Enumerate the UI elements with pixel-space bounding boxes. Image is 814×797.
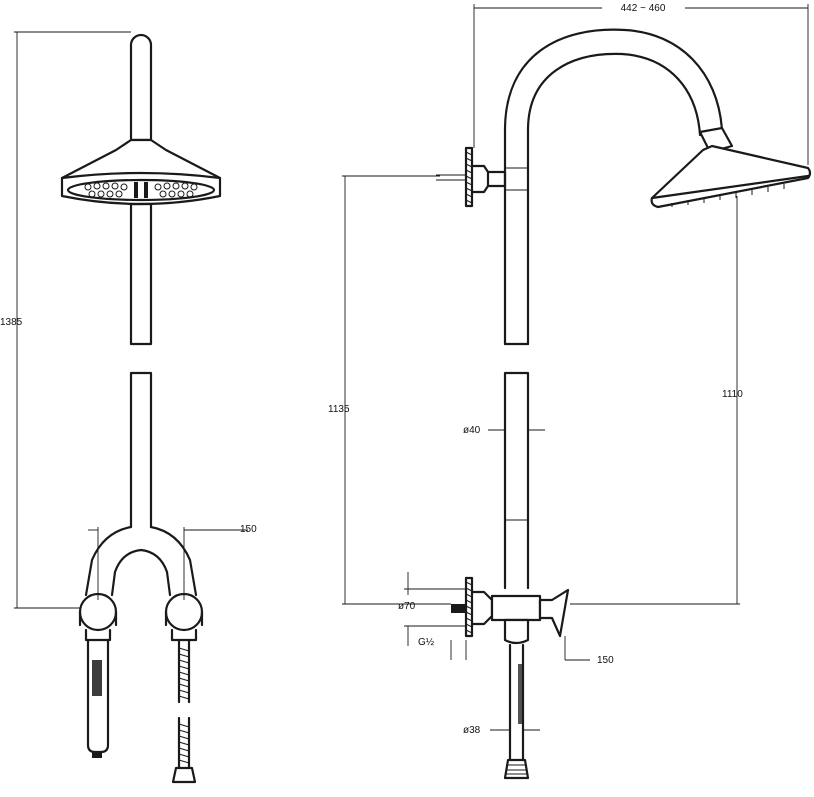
- dim-inlet-height-label: 1135: [328, 404, 350, 415]
- dim-inlet-thread-label: G½: [418, 637, 435, 648]
- dim-arm-projection-label: 442 ~ 460: [621, 3, 666, 14]
- side-lower-riser: [503, 371, 530, 590]
- front-hand-shower: [86, 638, 110, 758]
- side-dimensions: [342, 4, 809, 731]
- dim-flange-diameter-label: ø70: [398, 601, 416, 612]
- side-slide-bar-lower: [503, 643, 530, 780]
- front-u-mixer-body: [84, 525, 198, 597]
- gooseneck-arm: [503, 28, 724, 346]
- dim-overall-height-label: 1385: [0, 317, 23, 328]
- front-view: [14, 31, 248, 784]
- front-riser-upper-segment: [129, 202, 153, 346]
- dim-riser-diameter-label: ø40: [463, 425, 481, 436]
- front-lower-riser: [129, 371, 153, 529]
- dim-left-offset-label: 150: [240, 524, 257, 535]
- side-mixer-bracket: [451, 576, 570, 645]
- dim-mixer-offset-label: 150: [597, 655, 614, 666]
- front-upper-riser: [129, 33, 153, 142]
- upper-wall-bracket: [436, 146, 507, 208]
- front-shower-head: [60, 138, 222, 206]
- dim-slide-bar-diameter-label: ø38: [463, 725, 481, 736]
- side-shower-head: [650, 144, 812, 209]
- front-hose: [171, 638, 197, 784]
- side-view: [342, 4, 812, 780]
- front-dimensions: [14, 31, 248, 609]
- dim-head-height-label: 1110: [722, 389, 743, 400]
